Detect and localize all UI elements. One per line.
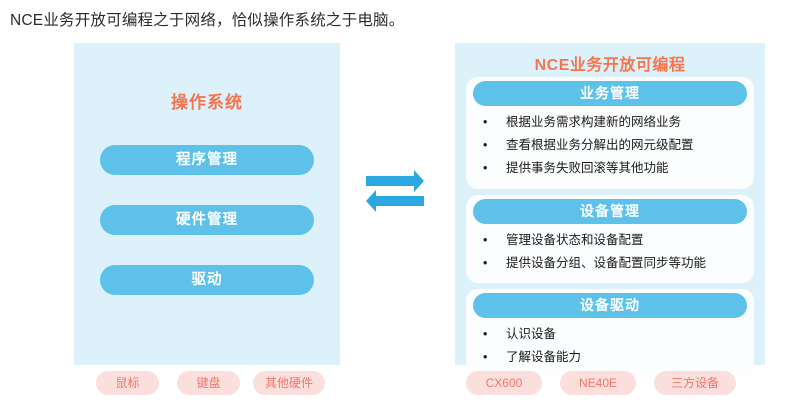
bullet-list-device-management: • 管理设备状态和设备配置 • 提供设备分组、设备配置同步等功能 [480,229,746,275]
card-device-management: 设备管理 • 管理设备状态和设备配置 • 提供设备分组、设备配置同步等功能 [466,195,754,283]
card-header-service-management[interactable]: 业务管理 [473,81,747,106]
bullet-dot-icon: • [483,161,488,175]
list-item-label: 根据业务需求构建新的网络业务 [506,115,682,129]
list-item-label: 提供事务失败回滚等其他功能 [506,161,669,175]
page-title: NCE业务开放可编程之于网络，恰似操作系统之于电脑。 [10,12,405,29]
hardware-tag-other-hardware[interactable]: 其他硬件 [253,371,325,395]
bullet-list-device-driver: • 认识设备 • 了解设备能力 [480,323,746,369]
operating-system-panel: 操作系统 程序管理 硬件管理 驱动 [74,43,340,365]
nce-panel-heading: NCE业务开放可编程 [534,57,686,74]
bullet-dot-icon: • [483,350,488,364]
list-item-label: 了解设备能力 [506,350,582,364]
nce-programmability-panel: NCE业务开放可编程 业务管理 • 根据业务需求构建新的网络业务 • 查看根据业务分… [455,43,765,377]
os-pill-driver[interactable]: 驱动 [100,265,314,295]
os-pill-hardware-management[interactable]: 硬件管理 [100,205,314,235]
os-pill-program-management[interactable]: 程序管理 [100,145,314,175]
device-tag-cx600[interactable]: CX600 [466,371,542,395]
device-tag-third-party-device[interactable]: 三方设备 [654,371,736,395]
list-item-label: 查看根据业务分解出的网元级配置 [506,138,694,152]
bullet-list-service-management: • 根据业务需求构建新的网络业务 • 查看根据业务分解出的网元级配置 • 提供事务失败… [480,111,746,180]
list-item: • 根据业务需求构建新的网络业务 [480,111,746,134]
list-item: • 认识设备 [480,323,746,346]
card-device-driver: 设备驱动 • 认识设备 • 了解设备能力 [466,289,754,377]
hardware-tag-keyboard[interactable]: 键盘 [177,371,240,395]
list-item-label: 提供设备分组、设备配置同步等功能 [506,256,707,270]
operating-system-heading: 操作系统 [171,93,243,112]
device-tag-ne40e[interactable]: NE40E [560,371,636,395]
bidirectional-arrow-icon [362,168,428,220]
hardware-tag-mouse[interactable]: 鼠标 [96,371,159,395]
bullet-dot-icon: • [483,233,488,247]
list-item: • 提供事务失败回滚等其他功能 [480,157,746,180]
card-header-device-driver[interactable]: 设备驱动 [473,293,747,318]
list-item-label: 认识设备 [506,327,557,341]
bullet-dot-icon: • [483,115,488,129]
card-header-device-management[interactable]: 设备管理 [473,199,747,224]
bullet-dot-icon: • [483,327,488,341]
list-item: • 查看根据业务分解出的网元级配置 [480,134,746,157]
bullet-dot-icon: • [483,138,488,152]
bullet-dot-icon: • [483,256,488,270]
list-item: • 提供设备分组、设备配置同步等功能 [480,252,746,275]
list-item: • 管理设备状态和设备配置 [480,229,746,252]
list-item: • 了解设备能力 [480,346,746,369]
list-item-label: 管理设备状态和设备配置 [506,233,644,247]
card-service-management: 业务管理 • 根据业务需求构建新的网络业务 • 查看根据业务分解出的网元级配置 • 提… [466,77,754,189]
